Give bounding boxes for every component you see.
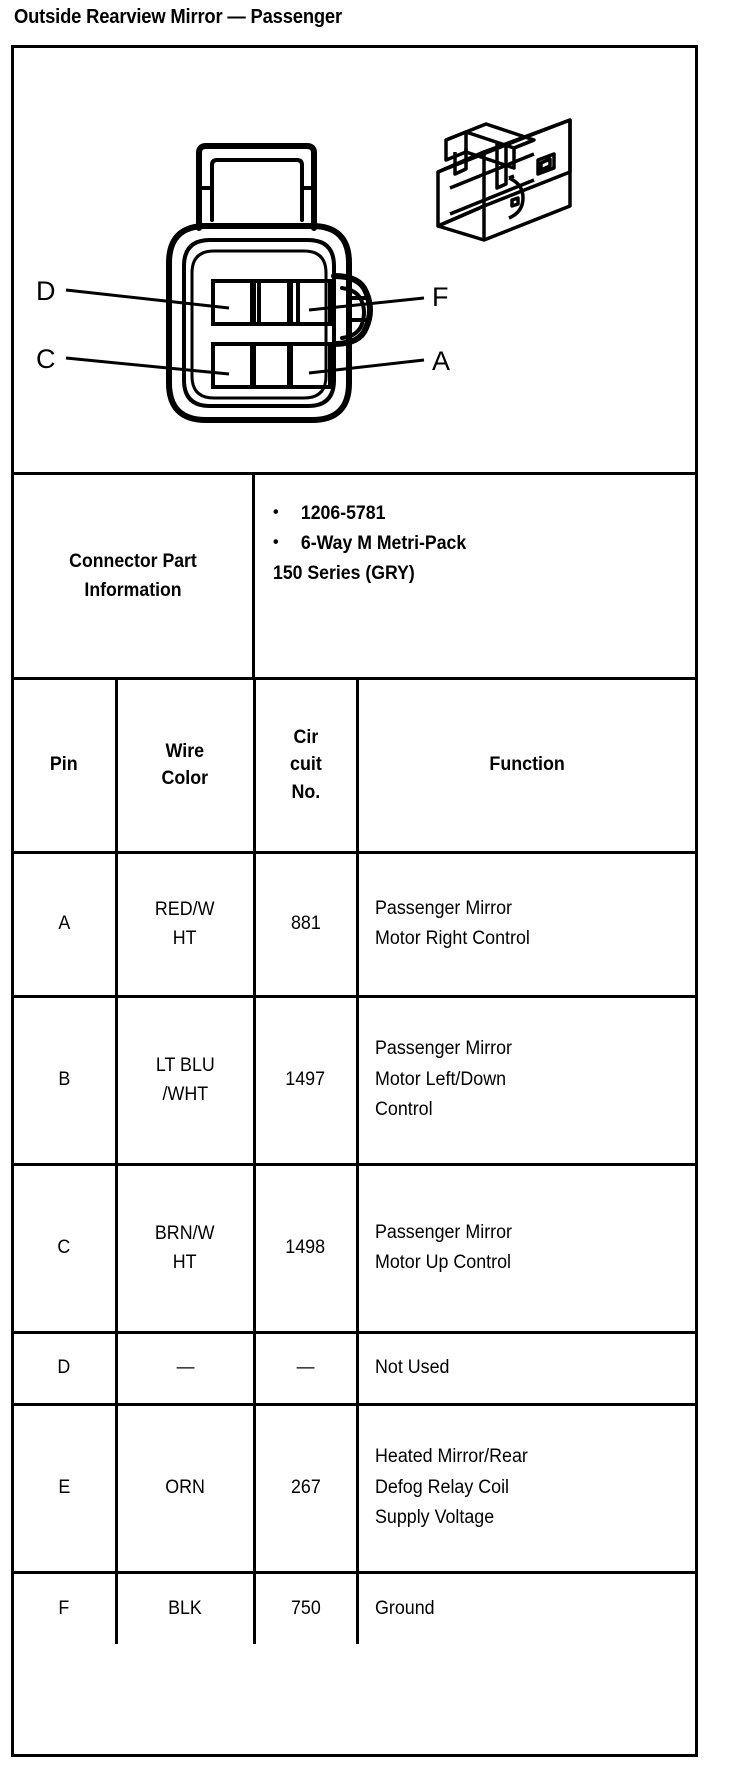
callout-label-C: C (36, 344, 56, 374)
table-row: D — — Not Used (14, 1332, 695, 1406)
cavity-D (211, 279, 254, 326)
circuit-header-line2: cuit (289, 754, 322, 776)
pin-callout-labels: D F C A (36, 276, 450, 376)
circuit-header-line3: No. (291, 782, 320, 804)
table-header-row: Pin Wire Color Cir cuit No. (14, 680, 695, 854)
cell-wire-color: BLK (116, 1572, 256, 1644)
column-header-function: Function (357, 680, 695, 854)
column-header-circuit-no: Cir cuit No. (254, 680, 359, 854)
content-frame: D F C A (11, 45, 698, 1757)
cell-pin: D (14, 1332, 118, 1406)
callout-label-D: D (36, 276, 56, 306)
cavity-F (289, 279, 332, 326)
connector-part-information-row: Connector Part Information • 1206-5781 •… (14, 475, 695, 680)
cavity-B (252, 342, 291, 389)
cell-pin: B (14, 996, 118, 1166)
column-header-wire-color: Wire Color (116, 680, 256, 854)
leader-A (308, 358, 425, 375)
page-title: Outside Rearview Mirror — Passenger (14, 6, 342, 28)
part-bullet-item: • 6-Way M Metri-Pack (273, 529, 665, 559)
connector-part-information-label: Connector Part Information (69, 550, 197, 601)
circuit-header-line1: Cir (293, 726, 318, 748)
cell-circuit-no: 750 (254, 1572, 359, 1644)
leader-C (65, 356, 230, 376)
cell-pin: C (14, 1164, 118, 1334)
connector-face-view (166, 143, 373, 423)
connector-part-information-value-cell: • 1206-5781 • 6-Way M Metri-Pack 150 Ser… (255, 475, 695, 677)
bullet-icon: • (273, 502, 279, 521)
part-description-continuation: 150 Series (GRY) (273, 563, 415, 585)
cell-wire-color: ORN (116, 1404, 256, 1574)
cell-pin: F (14, 1572, 118, 1644)
wire-color-header-line1: Wire (165, 740, 205, 762)
cavity-C (211, 342, 254, 389)
cavity-A (289, 342, 332, 389)
connector-part-information-label-cell: Connector Part Information (14, 475, 255, 677)
callout-label-A: A (432, 346, 450, 376)
cell-wire-color: — (116, 1332, 256, 1406)
part-bullet-item: • 1206-5781 (273, 499, 665, 529)
callout-label-F: F (432, 282, 449, 312)
cell-pin: A (14, 852, 118, 998)
leader-F (308, 296, 425, 312)
cell-function: Ground (374, 1597, 435, 1619)
bullet-icon: • (273, 532, 279, 552)
table-row: F BLK 750 Ground (14, 1572, 695, 1644)
cell-wire-color: LT BLU/WHT (116, 996, 256, 1166)
cell-pin: E (14, 1404, 118, 1574)
pin-assignment-table: Pin Wire Color Cir cuit No. (14, 680, 695, 1644)
leader-lines (65, 288, 425, 376)
cell-circuit-no: — (254, 1332, 359, 1406)
wire-color-header-line2: Color (161, 768, 209, 790)
cell-function: Not Used (357, 1332, 695, 1406)
cell-circuit-no: 1497 (254, 996, 359, 1166)
connector-diagram-svg: D F C A (36, 118, 572, 423)
part-number: 1206-5781 (300, 503, 386, 524)
cell-circuit-no: 881 (254, 852, 359, 998)
column-header-pin: Pin (14, 680, 118, 854)
leader-D (65, 288, 230, 310)
connector-illustration-panel: D F C A (14, 48, 695, 475)
connector-isometric-view (436, 118, 572, 242)
cell-circuit-no: 267 (254, 1404, 359, 1574)
part-description: 6-Way M Metri-Pack (300, 533, 467, 555)
cell-circuit-no: 1498 (254, 1164, 359, 1334)
